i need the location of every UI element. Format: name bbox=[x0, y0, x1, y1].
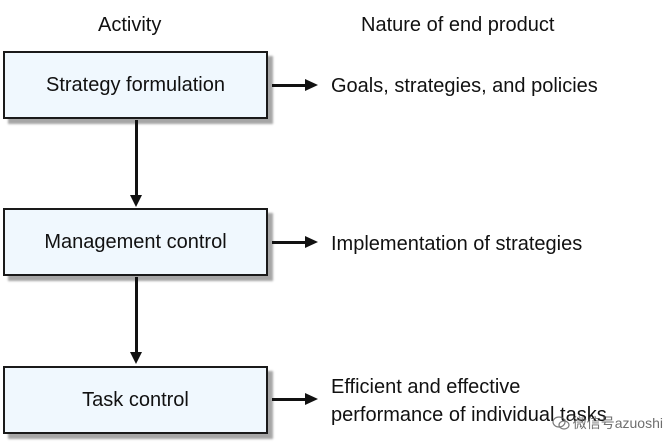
product-line: Efficient and effective bbox=[331, 376, 521, 398]
arrow-down-head-1 bbox=[130, 195, 142, 207]
arrow-right-head-3 bbox=[305, 393, 318, 405]
arrow-right-line-2 bbox=[272, 241, 306, 244]
activity-box-management-control: Management control bbox=[3, 208, 268, 276]
wechat-watermark: 微信号azuoshi bbox=[552, 413, 663, 433]
product-goals-strategies-policies: Goals, strategies, and policies bbox=[331, 72, 598, 100]
arrow-down-line-1 bbox=[135, 120, 138, 196]
arrow-right-head-2 bbox=[305, 236, 318, 248]
arrow-right-head-1 bbox=[305, 79, 318, 91]
activity-box-task-control: Task control bbox=[3, 366, 268, 434]
product-line: performance of individual tasks bbox=[331, 404, 607, 426]
product-implementation: Implementation of strategies bbox=[331, 230, 582, 258]
product-line: Goals, strategies, and policies bbox=[331, 75, 598, 97]
activity-box-strategy-formulation: Strategy formulation bbox=[3, 51, 268, 119]
arrow-down-head-2 bbox=[130, 352, 142, 364]
arrow-right-line-1 bbox=[272, 84, 306, 87]
arrow-down-line-2 bbox=[135, 277, 138, 353]
wechat-icon bbox=[552, 416, 570, 430]
arrow-right-line-3 bbox=[272, 398, 306, 401]
header-nature-of-end-product: Nature of end product bbox=[361, 14, 555, 36]
header-activity: Activity bbox=[98, 14, 162, 36]
product-line: Implementation of strategies bbox=[331, 233, 583, 255]
product-efficient-performance: Efficient and effective performance of i… bbox=[331, 373, 607, 429]
watermark-text: 微信号azuoshi bbox=[572, 415, 663, 431]
